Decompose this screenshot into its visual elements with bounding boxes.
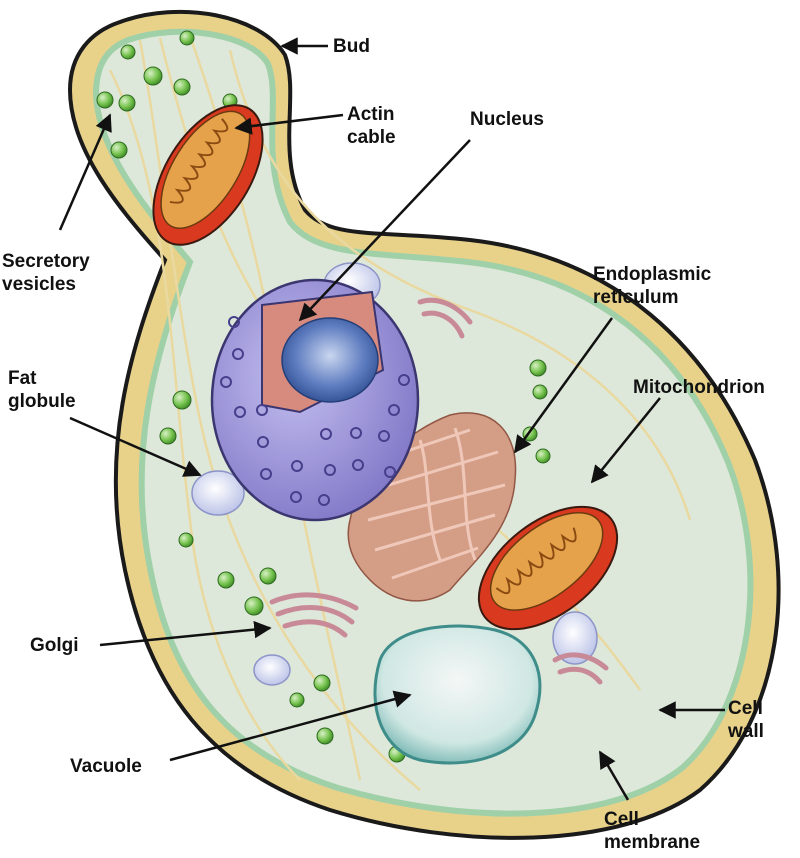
- arrows: [58, 37, 725, 801]
- mitochondrion-main: [477, 505, 619, 631]
- arrow-nucleus: [298, 139, 471, 322]
- golgi-bodies: [269, 297, 609, 685]
- vacuole: [373, 624, 542, 765]
- secretory-vesicles: [96, 30, 551, 763]
- arrow-membrane: [598, 750, 630, 801]
- arrow-er: [513, 317, 614, 454]
- arrow-vacuole: [169, 690, 412, 762]
- mitochondrion-bud: [152, 104, 264, 246]
- arrow-mito: [590, 397, 661, 484]
- arrow-golgi: [99, 620, 272, 647]
- label-vacuole: Vacuole: [70, 756, 142, 777]
- label-nucleus: Nucleus: [470, 109, 544, 130]
- label-golgi: Golgi: [30, 635, 79, 656]
- label-mitochondrion: Mitochondrion: [633, 377, 765, 398]
- label-bud: Bud: [333, 36, 370, 57]
- arrow-actin: [234, 113, 344, 135]
- arrow-fat: [69, 416, 202, 477]
- arrow-secretory-1: [58, 113, 112, 231]
- nucleus: [210, 278, 420, 522]
